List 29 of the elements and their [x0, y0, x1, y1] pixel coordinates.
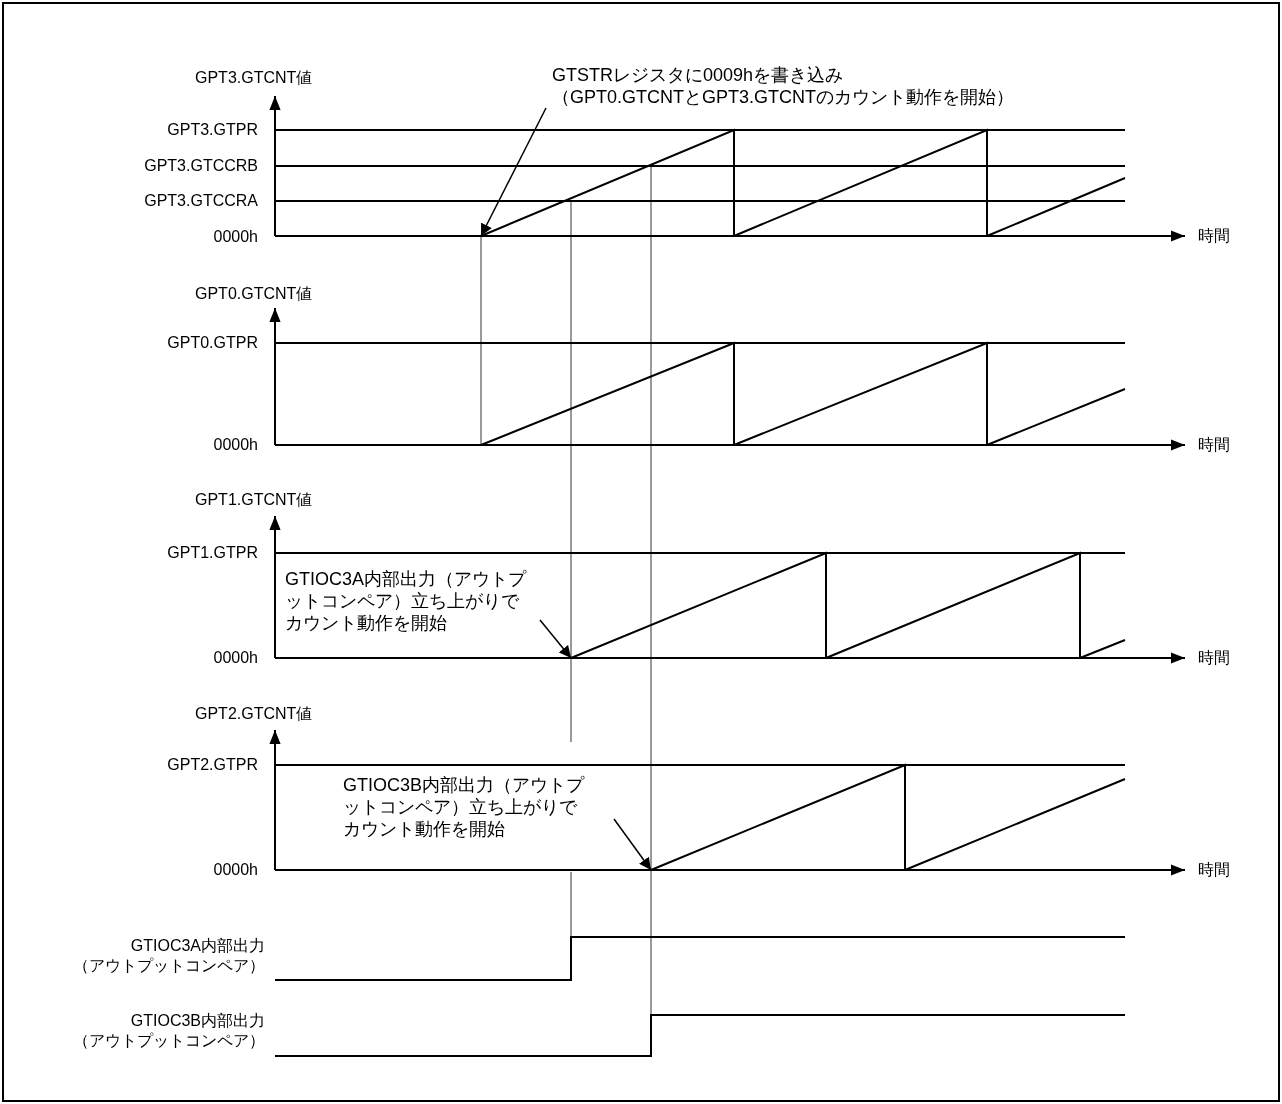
axis-label: 時間	[1198, 435, 1230, 455]
annotation-text: GTSTRレジスタに0009hを書き込み（GPT0.GTCNTとGPT3.GTCNTのカウント動作を開始）	[552, 64, 1032, 108]
sawtooth-waveform	[650, 763, 1126, 871]
axis-label: GPT3.GTCCRB	[144, 156, 258, 176]
axis-label: GTIOC3A内部出力（アウトプットコンペア）	[72, 936, 265, 976]
annotation-text: GTIOC3A内部出力（アウトプットコンペア）立ち上がりでカウント動作を開始	[285, 568, 531, 634]
axis-label: 時間	[1198, 648, 1230, 668]
axis-label: GPT2.GTPR	[167, 755, 258, 775]
axis-label: 0000h	[213, 860, 258, 880]
axis-label: GPT3.GTCCRA	[144, 191, 258, 211]
axis-label: GPT3.GTCNT値	[195, 68, 313, 88]
sawtooth-waveform	[480, 128, 1126, 237]
axis-label: 時間	[1198, 226, 1230, 246]
axis-label: 0000h	[213, 435, 258, 455]
axis-label: 0000h	[213, 227, 258, 247]
axis-label: GPT3.GTPR	[167, 120, 258, 140]
axis-label: 0000h	[213, 648, 258, 668]
axis-label: GPT1.GTCNT値	[195, 490, 313, 510]
leader-line	[613, 818, 652, 871]
axis-label: GPT2.GTCNT値	[195, 704, 313, 724]
axis-label: GPT0.GTPR	[167, 333, 258, 353]
leader-line	[480, 107, 547, 237]
leader-line	[539, 619, 572, 659]
annotation-text: GTIOC3B内部出力（アウトプットコンペア）立ち上がりでカウント動作を開始	[343, 774, 589, 840]
axis-label: GPT0.GTCNT値	[195, 284, 313, 304]
sawtooth-waveform	[570, 551, 1126, 659]
axis-label: GPT1.GTPR	[167, 543, 258, 563]
axis-label: GTIOC3B内部出力（アウトプットコンペア）	[72, 1011, 265, 1051]
axis-label: 時間	[1198, 860, 1230, 880]
